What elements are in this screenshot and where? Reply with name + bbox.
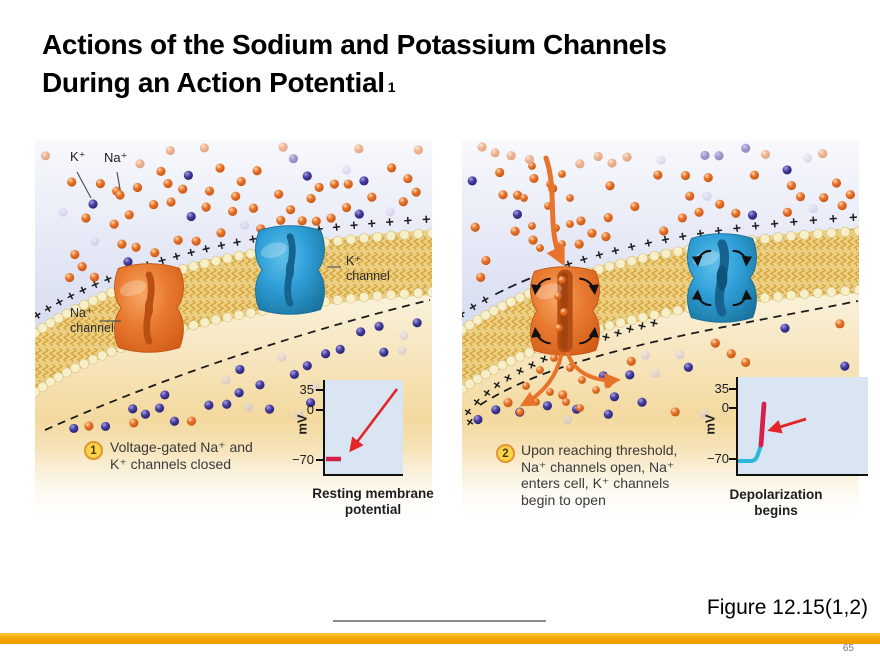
channel-opening-arrow-icon <box>531 277 551 296</box>
pointer-arrow-icon <box>767 417 807 434</box>
k-ion-label: K⁺ <box>70 149 86 164</box>
ions <box>467 142 855 425</box>
lipid-bilayer <box>35 230 432 395</box>
graph2-tickmark <box>729 458 737 460</box>
channel-opening-arrow-icon <box>732 249 753 267</box>
charge-dashed-line <box>44 299 431 431</box>
graph1-plot-area <box>323 380 403 476</box>
title-footnote-marker: 1 <box>387 79 396 95</box>
graph1-tick-35: 35 <box>299 382 314 397</box>
graph2-tickmark <box>729 407 737 409</box>
na-influx-arrow-icon <box>543 155 565 267</box>
graph1-ylabel: mV <box>294 414 310 435</box>
callout-2-text: Upon reaching threshold, Na⁺ channels op… <box>521 442 731 508</box>
channel-opening-arrow-icon <box>579 326 599 345</box>
graph1-tickmark <box>316 389 324 391</box>
graph2-plot-area <box>736 377 868 476</box>
resting-trace-segment <box>738 443 763 463</box>
slide-title: Actions of the Sodium and Potassium Chan… <box>42 26 742 106</box>
graph1-caption: Resting membrane potential <box>312 486 434 517</box>
k-channel-label-line1: K⁺ <box>346 254 361 268</box>
accent-bar <box>0 633 880 644</box>
callout-2-line2: Na⁺ channels open, Na⁺ <box>521 458 675 475</box>
channel-opening-arrow-icon <box>691 249 712 267</box>
channel-opening-arrow-icon <box>531 326 551 345</box>
label-leader-line <box>76 171 92 199</box>
na-ion-label: Na⁺ <box>104 150 128 165</box>
lipid-bilayer <box>462 228 859 392</box>
graph1-trace <box>326 388 399 462</box>
channel-opening-arrow-icon <box>579 277 599 296</box>
callout-2-line4: begin to open <box>521 491 606 508</box>
graph1-tick-minus70: −70 <box>291 452 314 467</box>
k-channel-label-line2: channel <box>346 269 390 283</box>
graph2-tick-35: 35 <box>714 381 729 396</box>
callout-1-line2: K⁺ channels closed <box>110 455 232 472</box>
k-channel-opening <box>687 233 757 323</box>
graph2-tickmark <box>729 388 737 390</box>
callout-2-badge: 2 <box>496 444 515 463</box>
callout-1-text: Voltage-gated Na⁺ and K⁺ channels closed <box>110 439 330 472</box>
na-influx-arrow-icon <box>566 352 621 389</box>
graph1-tickmark <box>316 409 324 411</box>
graph2-tick-0: 0 <box>721 400 729 415</box>
graph2-tick-minus70: −70 <box>706 451 729 466</box>
graph2-caption: Depolarization begins <box>729 487 823 518</box>
label-leader-line <box>116 171 121 190</box>
na-channel-closed <box>114 263 184 353</box>
pointer-arrow-icon <box>349 388 399 453</box>
na-influx-arrow-icon <box>519 354 563 407</box>
ions <box>40 142 424 434</box>
k-channel-label: K⁺ channel <box>346 254 390 284</box>
title-line1: Actions of the Sodium and Potassium Chan… <box>42 29 667 60</box>
graph2-ylabel: mV <box>702 414 718 435</box>
na-channel-label-line1: Na⁺ <box>70 306 93 320</box>
graph1-tick-0: 0 <box>306 402 314 417</box>
callout-1-badge: 1 <box>84 441 103 460</box>
page-number: 65 <box>842 643 854 654</box>
callout-2-line3: enters cell, K⁺ channels <box>521 475 670 491</box>
depolarization-trace-segment <box>758 401 767 448</box>
na-channel-label-line2: channel <box>70 321 114 335</box>
title-line2: During an Action Potential <box>42 67 385 98</box>
figure-caption: Figure 12.15(1,2) <box>706 596 868 619</box>
channel-opening-arrow-icon <box>732 289 753 307</box>
graph2-trace <box>738 401 807 463</box>
k-channel-closed <box>255 225 325 315</box>
callout-2-line1: Upon reaching threshold, <box>521 442 678 458</box>
divider-line <box>333 620 546 622</box>
callout-1-line1: Voltage-gated Na⁺ and <box>110 439 253 455</box>
channel-opening-arrow-icon <box>691 289 712 307</box>
graph1-tickmark <box>316 459 324 461</box>
membrane-charge-symbols <box>462 213 857 426</box>
na-channel-label: Na⁺ channel <box>70 306 114 336</box>
